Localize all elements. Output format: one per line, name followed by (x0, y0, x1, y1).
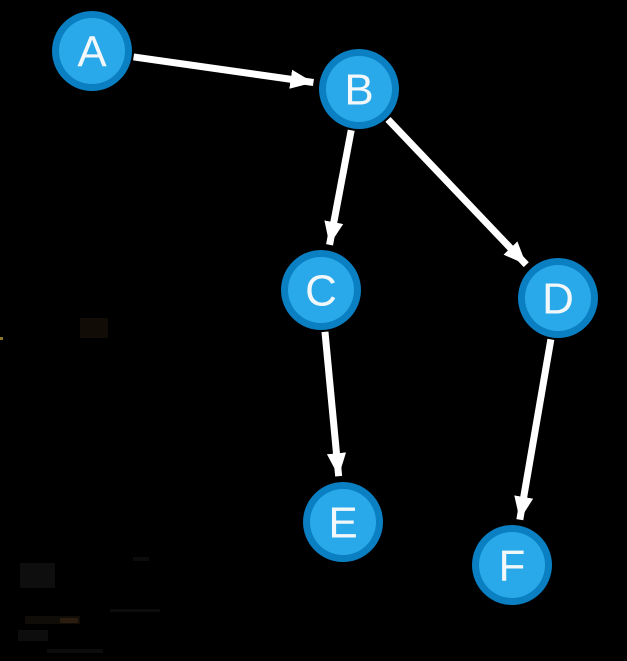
background-artifact (20, 563, 55, 588)
edge-A-B (133, 53, 314, 89)
node-inner-circle (326, 56, 392, 122)
artifact-layer (0, 318, 160, 653)
node-E[interactable]: E (303, 482, 383, 562)
edge-B-D (385, 117, 529, 268)
background-artifact (80, 318, 108, 338)
node-inner-circle (479, 532, 545, 598)
node-A[interactable]: A (52, 11, 132, 91)
node-D[interactable]: D (518, 258, 598, 338)
node-B[interactable]: B (319, 49, 399, 129)
node-inner-circle (288, 257, 354, 323)
background-artifact (25, 616, 80, 624)
node-C[interactable]: C (281, 250, 361, 330)
node-inner-circle (525, 265, 591, 331)
edge-C-E (321, 331, 347, 477)
node-inner-circle (59, 18, 125, 84)
edge-B-C (324, 129, 355, 246)
node-inner-circle (310, 489, 376, 555)
background-artifact (18, 630, 48, 641)
background-artifact (133, 557, 149, 561)
background-artifact (110, 609, 160, 612)
background-artifact (60, 618, 78, 623)
edge-layer (133, 53, 555, 521)
background-artifact (0, 337, 3, 340)
background-artifact (47, 649, 103, 653)
node-F[interactable]: F (472, 525, 552, 605)
edge-D-F (514, 338, 555, 521)
